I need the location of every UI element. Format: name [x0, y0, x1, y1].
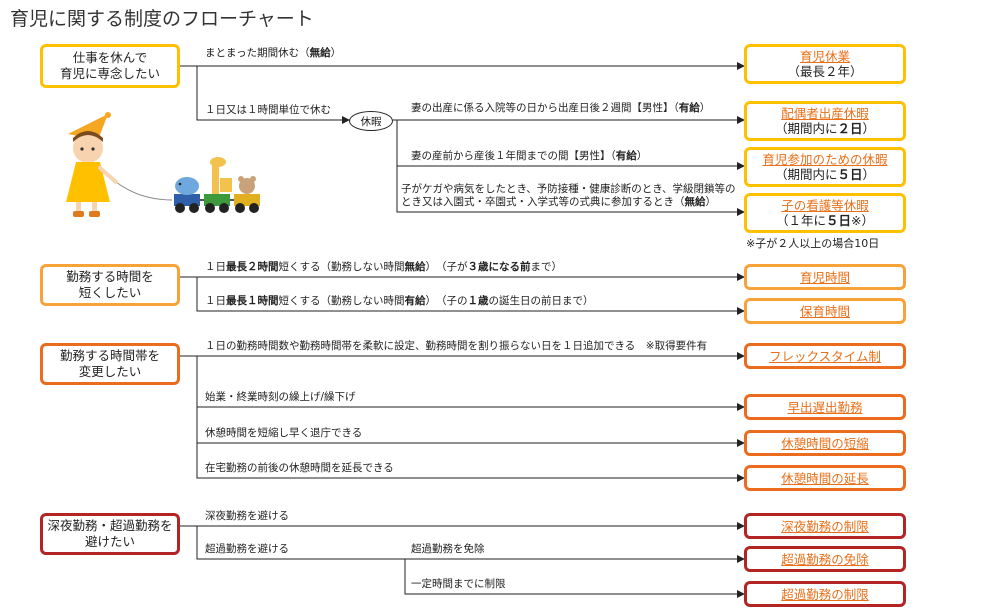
source-box-line: 短くしたい — [78, 285, 142, 300]
label-avoid-night: 深夜勤務を避ける — [205, 510, 289, 522]
label-shorten-break: 休憩時間を短縮し早く退庁できる — [205, 427, 363, 439]
destination-link[interactable]: 超過勤務の免除 — [781, 551, 869, 567]
destination-shorten-break[interactable]: 休憩時間の短縮 — [744, 430, 906, 456]
destination-link[interactable]: 深夜勤務の制限 — [781, 518, 869, 534]
source-box-line: 育児に専念したい — [59, 66, 160, 81]
source-box-line: 避けたい — [84, 534, 135, 549]
child-with-toy-train-illustration — [66, 112, 260, 217]
page-title: 育児に関する制度のフローチャート — [10, 8, 314, 30]
source-box-take-leave: 仕事を休んで育児に専念したい — [40, 44, 180, 88]
connector-line — [196, 526, 745, 563]
source-box-line: 勤務する時間を — [66, 269, 154, 284]
destination-childcare-time[interactable]: 育児時間 — [744, 264, 906, 290]
destination-link[interactable]: 子の看護等休暇 — [781, 198, 869, 213]
connector-line — [196, 277, 745, 315]
destination-detail: （最長２年） — [787, 64, 863, 79]
destination-spouse-childbirth-leave[interactable]: 配偶者出産休暇（期間内に２日） — [744, 101, 906, 141]
destination-link[interactable]: 育児時間 — [799, 269, 850, 285]
destination-link[interactable]: 休憩時間の延長 — [781, 470, 869, 486]
footnote: ※子が２人以上の場合10日 — [746, 237, 880, 250]
connector-line — [196, 356, 745, 482]
source-box-line: 深夜勤務・超過勤務を — [47, 518, 173, 533]
source-box-avoid-overtime: 深夜勤務・超過勤務を避けたい — [40, 513, 180, 555]
label-childcare-participation: 妻の産前から産後１年間までの間【男性】（有給） — [411, 150, 648, 162]
destination-overtime-exemption[interactable]: 超過勤務の免除 — [744, 546, 906, 572]
destination-staggered-hours[interactable]: 早出遅出勤務 — [744, 394, 906, 420]
destination-link[interactable]: 保育時間 — [799, 303, 850, 319]
label-extend-break: 在宅勤務の前後の休憩時間を延長できる — [205, 462, 394, 474]
label-daily-hourly-leave: １日又は１時間単位で休む — [205, 104, 331, 116]
label-nursing-time: １日最長１時間短くする（勤務しない時間有給） （子の１歳の誕生日の前日まで） — [205, 295, 594, 307]
destination-link[interactable]: 休憩時間の短縮 — [781, 435, 869, 451]
destination-link[interactable]: 早出遅出勤務 — [787, 399, 863, 415]
source-box-line: 勤務する時間帯を — [59, 348, 160, 363]
destination-overtime-limit[interactable]: 超過勤務の制限 — [744, 581, 906, 607]
destination-child-nursing-leave[interactable]: 子の看護等休暇（１年に５日※） — [744, 193, 906, 233]
label-spouse-childbirth: 妻の出産に係る入院等の日から出産日後２週間【男性】（有給） — [411, 102, 711, 114]
connector-line — [196, 66, 350, 124]
destination-link[interactable]: 育児休業 — [799, 49, 850, 64]
destination-link[interactable]: 配偶者出産休暇 — [781, 106, 869, 121]
label-childcare-time: １日最長２時間短くする（勤務しない時間無給） （子が３歳になる前まで） — [205, 261, 562, 273]
destination-link[interactable]: 育児参加のための休暇 — [762, 152, 888, 167]
source-box-change-hours: 勤務する時間帯を変更したい — [40, 343, 180, 385]
connector-line — [396, 120, 745, 216]
destination-childcare-leave[interactable]: 育児休業（最長２年） — [744, 44, 906, 84]
destination-link[interactable]: フレックスタイム制 — [769, 348, 881, 364]
destination-link[interactable]: 超過勤務の制限 — [781, 586, 869, 602]
label-avoid-overtime: 超過勤務を避ける — [205, 543, 289, 555]
destination-flextime[interactable]: フレックスタイム制 — [744, 343, 906, 369]
label-flextime: １日の勤務時間数や勤務時間帯を柔軟に設定、勤務時間を割り振らない日を１日追加でき… — [205, 340, 708, 352]
label-long-leave: まとまった期間休む（無給） — [205, 47, 342, 59]
source-box-line: 変更したい — [78, 364, 142, 379]
leave-oval-node: 休暇 — [349, 111, 393, 131]
destination-night-work-limit[interactable]: 深夜勤務の制限 — [744, 513, 906, 539]
label-child-nursing: 子がケガや病気をしたとき、予防接種・健康診断のとき、学級閉鎖等のとき又は入園式・… — [401, 183, 736, 208]
destination-nursing-time[interactable]: 保育時間 — [744, 298, 906, 324]
label-overtime-exemption: 超過勤務を免除 — [411, 543, 485, 555]
label-staggered-hours: 始業・終業時刻の繰上げ/繰下げ — [205, 391, 356, 403]
label-overtime-limit: 一定時間までに制限 — [411, 578, 506, 590]
source-box-line: 仕事を休んで — [72, 50, 148, 65]
destination-extend-break[interactable]: 休憩時間の延長 — [744, 465, 906, 491]
connector-line — [404, 559, 745, 598]
source-box-shorten-hours: 勤務する時間を短くしたい — [40, 264, 180, 306]
destination-childcare-participation-leave[interactable]: 育児参加のための休暇（期間内に５日） — [744, 147, 906, 187]
